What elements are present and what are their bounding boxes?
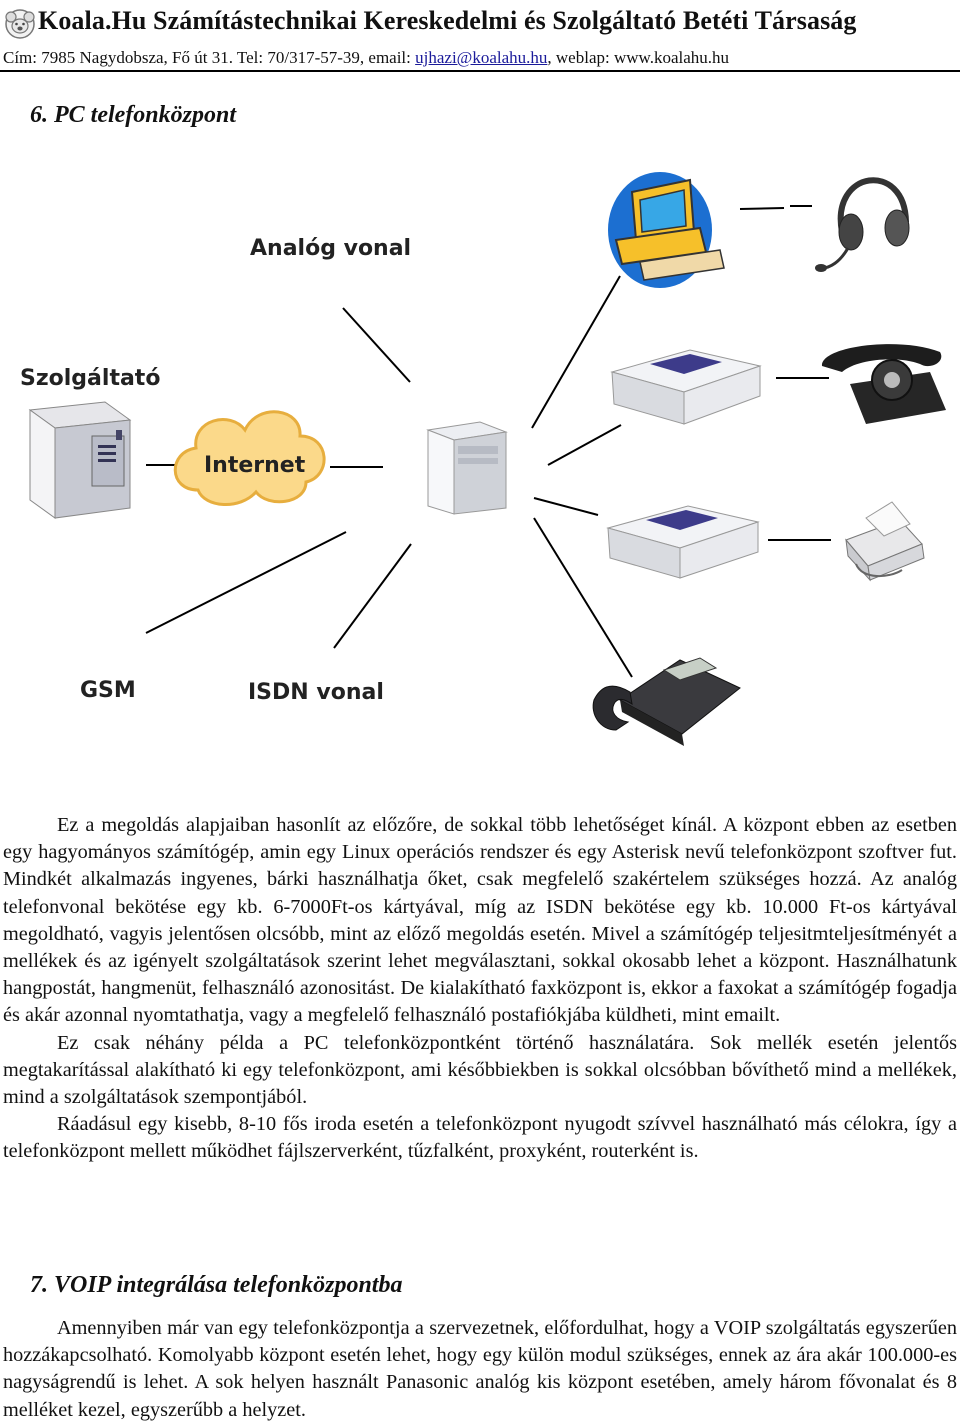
network-diagram: Analóg vonal Szolgáltató Internet GSM IS… bbox=[0, 140, 960, 770]
label-provider: Szolgáltató bbox=[20, 366, 161, 391]
email-link[interactable]: ujhazi@koalahu.hu bbox=[415, 48, 548, 67]
softphone-computer-icon bbox=[608, 172, 725, 288]
voip-gateway-icon bbox=[610, 349, 762, 425]
headset-icon bbox=[815, 177, 910, 272]
page-header: Koala.Hu Számítástechnikai Kereskedelmi … bbox=[0, 0, 960, 72]
paragraph: Ráadásul egy kisebb, 8-10 fős iroda eset… bbox=[3, 1113, 957, 1163]
paragraph: Ez csak néhány példa a PC telefonközpont… bbox=[3, 1031, 957, 1109]
fax-machine-icon bbox=[845, 501, 925, 582]
central-pc-tower-icon bbox=[426, 421, 508, 515]
company-name: Koala.Hu Számítástechnikai Kereskedelmi … bbox=[38, 6, 857, 35]
paragraph: Amennyiben már van egy telefonközpontja … bbox=[3, 1317, 957, 1421]
connection-lines bbox=[145, 205, 831, 678]
koala-logo-icon bbox=[5, 9, 35, 39]
section-6-body: Ez a megoldás alapjaiban hasonlít az elő… bbox=[3, 812, 957, 1166]
diagram-graphics bbox=[28, 172, 946, 746]
desk-phone-icon bbox=[592, 657, 741, 746]
paragraph: Ez a megoldás alapjaiban hasonlít az elő… bbox=[3, 814, 957, 1027]
website-text: , weblap: www.koalahu.hu bbox=[547, 48, 730, 67]
section-7-title: 7. VOIP integrálása telefonközpontba bbox=[30, 1272, 403, 1298]
label-gsm: GSM bbox=[80, 678, 136, 703]
company-address: Cím: 7985 Nagydobsza, Fő út 31. Tel: 70/… bbox=[3, 48, 729, 68]
label-isdn-line: ISDN vonal bbox=[248, 680, 384, 705]
internet-cloud-icon bbox=[173, 410, 326, 506]
section-6-title: 6. PC telefonközpont bbox=[30, 102, 237, 128]
address-text: Cím: 7985 Nagydobsza, Fő út 31. Tel: 70/… bbox=[3, 48, 416, 67]
header-rule bbox=[0, 70, 960, 72]
rotary-phone-icon bbox=[821, 344, 946, 424]
label-analog-line: Analóg vonal bbox=[250, 236, 412, 261]
label-internet: Internet bbox=[204, 453, 306, 478]
section-7-body: Amennyiben már van egy telefonközpontja … bbox=[3, 1315, 957, 1424]
provider-server-icon bbox=[28, 401, 132, 519]
voip-gateway-icon-2 bbox=[606, 505, 760, 579]
